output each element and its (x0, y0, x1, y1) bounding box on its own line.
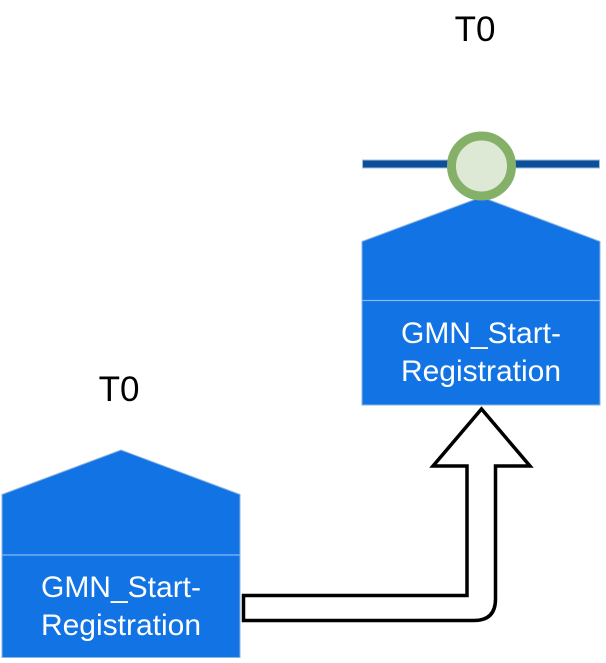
process-node-right-label-line2: Registration (400, 355, 562, 388)
process-node-left-label-line1: GMN_Start- (40, 570, 202, 604)
process-node-right-label: GMN_Start- Registration (362, 301, 600, 405)
process-node-left-label-line2: Registration (40, 608, 202, 642)
flow-connector-arrow[interactable] (241, 406, 534, 623)
timer-label-right: T0 (454, 10, 496, 49)
process-node-left-label: GMN_Start- Registration (2, 555, 240, 658)
process-node-right-label-line1: GMN_Start- (400, 317, 562, 350)
process-node-left[interactable] (1, 449, 241, 658)
timer-label-left: T0 (98, 370, 140, 409)
event-circle[interactable] (447, 131, 516, 201)
